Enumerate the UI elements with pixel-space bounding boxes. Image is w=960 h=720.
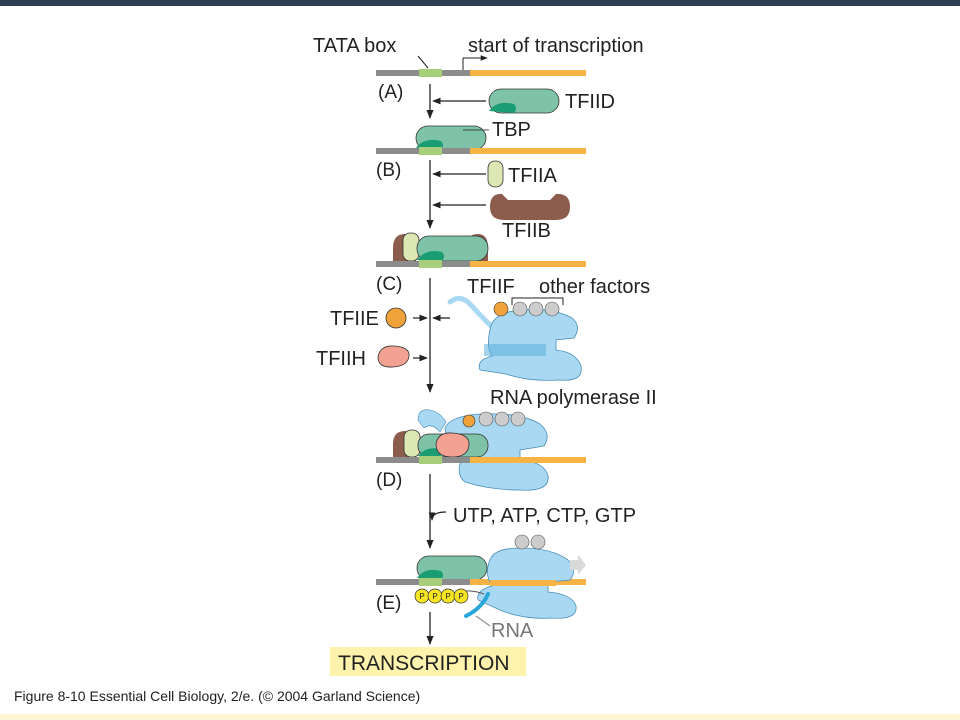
- top-bar: [0, 0, 960, 6]
- phosphate-4-mark: P: [458, 592, 463, 601]
- rna-pointer: [475, 615, 491, 627]
- rna-label: RNA: [491, 620, 534, 642]
- panel-e: P P P P RNA (E) TRANSCRIPTION: [330, 534, 586, 676]
- panel-c-label: (C): [376, 274, 402, 295]
- tfiih-label: TFIIH: [316, 348, 366, 370]
- other-factors-label: other factors: [539, 276, 650, 298]
- other-factor-1: [512, 301, 528, 317]
- transcription-label: TRANSCRIPTION: [338, 652, 510, 675]
- other-factor-2: [530, 534, 546, 550]
- tata-box-region: [419, 260, 442, 268]
- transcription-initiation-diagram: TATA box start of transcription (A) TFII…: [313, 35, 657, 676]
- tbp-subunit: [418, 448, 442, 457]
- bottom-bar: [0, 714, 960, 720]
- tfiid-label: TFIID: [565, 91, 615, 113]
- dna-coding-region: [376, 261, 586, 267]
- tata-box-pointer: [417, 55, 429, 69]
- polymerase-body: [444, 413, 549, 491]
- dna-coding-region: [376, 457, 586, 463]
- tfiib-shape: [490, 193, 570, 220]
- tfiih-shape: [377, 345, 410, 368]
- other-factor-2: [528, 301, 544, 317]
- tata-box-region: [419, 578, 442, 586]
- dna-coding-region: [376, 70, 586, 76]
- phosphate-4: [453, 588, 469, 604]
- dna-strand-e: [376, 578, 586, 586]
- dna-strand-a: [376, 69, 586, 77]
- tata-box-label: TATA box: [313, 35, 396, 57]
- dna-strand-b: [376, 147, 586, 155]
- transcription-highlight: [330, 647, 526, 676]
- movement-arrow-icon: [570, 555, 586, 575]
- phosphorylated-tail: P P P P: [414, 588, 469, 604]
- polymerase-channel: [484, 344, 546, 356]
- tbp-subunit: [417, 569, 443, 580]
- tfiia-bound: [402, 232, 420, 262]
- elongating-polymerase: [459, 534, 586, 619]
- panel-c: (C) TFIIE TFIIH TFIIF other factors RNA …: [316, 232, 657, 409]
- tata-box-region: [419, 456, 442, 464]
- dna-strand-d: [376, 456, 586, 464]
- tbp-subunit: [417, 251, 444, 261]
- phosphate-3-mark: P: [445, 592, 450, 601]
- other-factor-1: [514, 534, 530, 550]
- panel-a-label: (A): [378, 82, 403, 103]
- panel-e-label: (E): [376, 593, 401, 614]
- tfiid-complex: [488, 88, 560, 114]
- tfiia-shape: [487, 160, 504, 188]
- phosphate-2-mark: P: [432, 592, 437, 601]
- tfiif-shape: [493, 301, 509, 317]
- dna-in-polymerase: [490, 580, 556, 586]
- tbp-label: TBP: [492, 119, 531, 141]
- rna-polymerase-free: [447, 296, 582, 381]
- phosphate-1-mark: P: [419, 592, 424, 601]
- panel-b: TBP (B) TFIIA TFIIB: [376, 119, 586, 242]
- other-factor-2: [494, 411, 510, 427]
- figure-caption: Figure 8-10 Essential Cell Biology, 2/e.…: [14, 688, 421, 704]
- panel-b-label: (B): [376, 160, 401, 181]
- tfiia-bound: [403, 429, 421, 458]
- start-of-transcription-label: start of transcription: [468, 35, 644, 57]
- rna-polymerase-label: RNA polymerase II: [490, 387, 657, 409]
- tbp-subunit: [489, 102, 516, 113]
- assembled-complex-c: [393, 232, 489, 262]
- tfiih-bound: [435, 432, 470, 458]
- tfiie-shape: [385, 307, 407, 329]
- tfiib-label: TFIIB: [502, 220, 551, 242]
- panel-d-label: (D): [376, 470, 402, 491]
- preinitiation-complex: [393, 409, 549, 491]
- panel-a: TATA box start of transcription (A) TFII…: [313, 35, 644, 119]
- panel-d: (D) UTP, ATP, CTP, GTP: [376, 409, 636, 549]
- tfiia-label: TFIIA: [508, 165, 558, 187]
- tata-box-region: [419, 69, 442, 77]
- nucleotides-arrow: [428, 511, 447, 521]
- polymerase-tail: [417, 409, 447, 433]
- tfiie-bound: [462, 414, 476, 428]
- other-factor-1: [478, 411, 494, 427]
- tata-box-region: [419, 147, 442, 155]
- tfiie-label: TFIIE: [330, 308, 379, 330]
- dna-coding-region: [376, 579, 586, 585]
- dna-coding-region: [376, 148, 586, 154]
- tfiif-label: TFIIF: [467, 276, 515, 298]
- other-factors-bracket: [511, 297, 564, 305]
- other-factor-3: [510, 411, 526, 427]
- dna-strand-c: [376, 260, 586, 268]
- rna-transcript: [464, 592, 490, 618]
- other-factor-3: [544, 301, 560, 317]
- nucleotides-label: UTP, ATP, CTP, GTP: [453, 505, 636, 527]
